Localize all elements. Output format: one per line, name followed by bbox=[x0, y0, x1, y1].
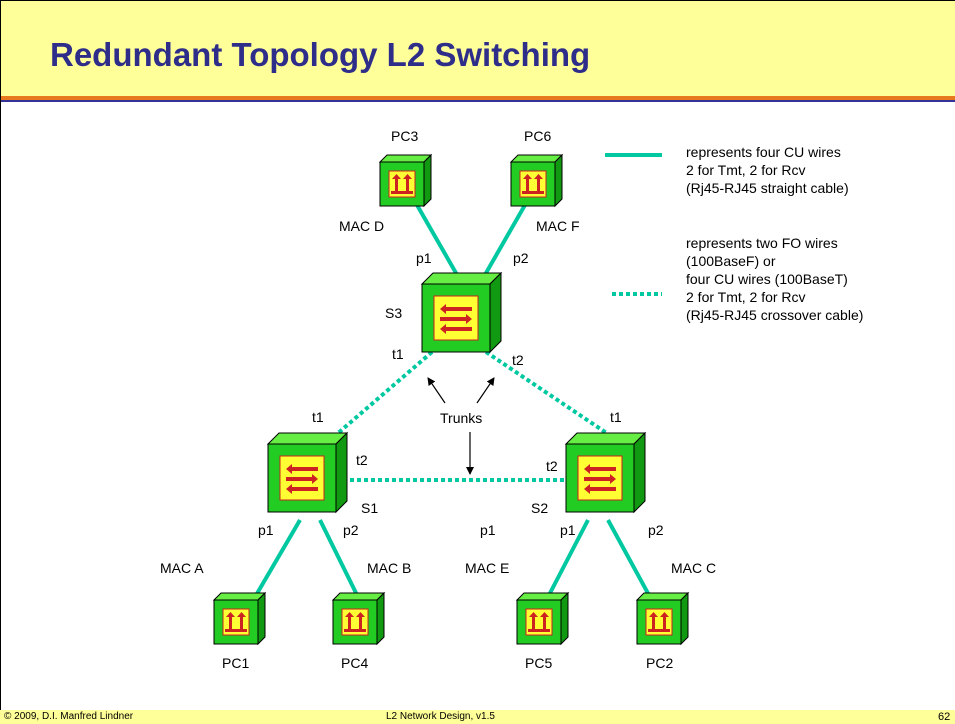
s2-p1-label: p1 bbox=[560, 522, 576, 538]
title-bar bbox=[0, 0, 955, 96]
trunks-label: Trunks bbox=[440, 410, 483, 426]
switch-s2 bbox=[564, 431, 647, 514]
mac-a-label: MAC A bbox=[160, 560, 204, 576]
pc5-label: PC5 bbox=[525, 655, 553, 671]
mac-f-label: MAC F bbox=[536, 218, 580, 234]
pc2-label: PC2 bbox=[646, 655, 674, 671]
pc6-label: PC6 bbox=[524, 128, 552, 144]
s1-t1-label: t1 bbox=[312, 409, 324, 425]
s1-t2-label: t2 bbox=[356, 452, 368, 468]
mac-e-label: MAC E bbox=[465, 560, 510, 576]
pc-box-pc1 bbox=[212, 591, 267, 646]
link-s1-pc1 bbox=[253, 518, 302, 599]
trunk-s3-s2 bbox=[484, 350, 610, 436]
trunk-s3-s1 bbox=[335, 350, 434, 436]
link-pc3-s3 bbox=[415, 204, 462, 281]
legend-dotted-line5: (Rj45-RJ45 crossover cable) bbox=[686, 307, 864, 323]
mid-p1-label: p1 bbox=[480, 522, 496, 538]
legend-solid-line2: 2 for Tmt, 2 for Rcv bbox=[686, 162, 806, 178]
footer-copyright: © 2009, D.I. Manfred Lindner bbox=[4, 711, 134, 722]
pc-box-pc2 bbox=[635, 591, 690, 646]
trunks-arrows bbox=[427, 377, 495, 475]
pc1-label: PC1 bbox=[222, 655, 250, 671]
link-s2-pc2 bbox=[606, 519, 652, 598]
s1-p2-label: p2 bbox=[343, 522, 359, 538]
legend-solid-line1: represents four CU wires bbox=[686, 144, 841, 160]
slide-border-left bbox=[0, 0, 1, 710]
legend-dotted-line1: represents two FO wires bbox=[686, 235, 838, 251]
switch-s1 bbox=[266, 431, 349, 514]
legend-dotted-line2: (100BaseF) or bbox=[686, 253, 776, 269]
pc4-label: PC4 bbox=[341, 655, 369, 671]
pc-box-pc4 bbox=[331, 591, 386, 646]
s1-p1-label: p1 bbox=[258, 522, 274, 538]
footer-bar bbox=[0, 710, 955, 724]
s3-t2-label: t2 bbox=[512, 352, 524, 368]
slide-border-top bbox=[0, 0, 955, 1]
s2-t2-label: t2 bbox=[546, 458, 558, 474]
pc-box-pc3 bbox=[378, 153, 433, 208]
s2-t1-label: t1 bbox=[610, 409, 622, 425]
link-pc6-s3 bbox=[480, 204, 527, 281]
s3-p2-label: p2 bbox=[513, 250, 529, 266]
pc3-label: PC3 bbox=[391, 128, 419, 144]
footer-course-title: L2 Network Design, v1.5 bbox=[386, 711, 495, 722]
s1-label: S1 bbox=[361, 500, 379, 516]
title-underline-navy bbox=[0, 100, 955, 102]
mac-d-label: MAC D bbox=[339, 218, 385, 234]
title-underline-orange bbox=[0, 96, 955, 100]
mac-c-label: MAC C bbox=[671, 560, 717, 576]
s2-label: S2 bbox=[531, 500, 549, 516]
legend-dotted-line4: 2 for Tmt, 2 for Rcv bbox=[686, 289, 806, 305]
s3-label: S3 bbox=[385, 305, 403, 321]
footer-page-number: 62 bbox=[938, 711, 951, 723]
trunk-arrow-right bbox=[476, 377, 495, 404]
pc-box-pc5 bbox=[515, 591, 570, 646]
solid-links bbox=[253, 204, 652, 599]
s2-p2-label: p2 bbox=[648, 522, 664, 538]
trunk-links bbox=[335, 350, 610, 482]
s3-p1-label: p1 bbox=[416, 250, 432, 266]
link-s1-pc4 bbox=[318, 519, 360, 598]
trunk-arrow-left bbox=[427, 377, 446, 404]
link-s2-pc5 bbox=[546, 519, 590, 598]
slide-title: Redundant Topology L2 Switching bbox=[50, 36, 591, 73]
pc-box-pc6 bbox=[509, 153, 564, 208]
mac-b-label: MAC B bbox=[367, 560, 412, 576]
legend-dotted-line3: four CU wires (100BaseT) bbox=[686, 271, 848, 287]
legend-solid-line3: (Rj45-RJ45 straight cable) bbox=[686, 180, 849, 196]
switch-s3 bbox=[420, 271, 503, 354]
s3-t1-label: t1 bbox=[392, 346, 404, 362]
